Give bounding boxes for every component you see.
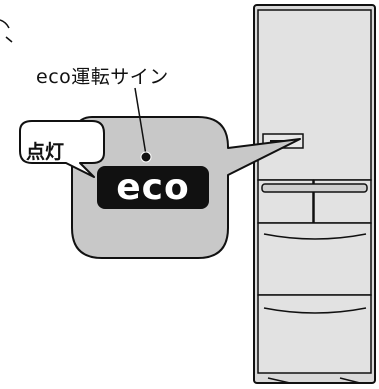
refrigerator [253,4,376,384]
eco-logo-text: eco [116,167,190,208]
eco-logo-bg [97,166,209,209]
eco-sign-label: eco運転サイン [36,66,169,88]
fridge-middle-drawer [257,222,372,296]
fridge-top-door [257,9,372,181]
indicator-dot [140,151,152,163]
lit-state-label: 点灯 [26,141,65,163]
corner-mark [5,36,13,43]
drawer-handle [263,233,367,240]
corner-mark [0,19,10,29]
drawer-handle [261,183,368,193]
state-bubble [19,120,105,178]
fridge-foot [267,377,291,384]
drawer-handle [263,307,367,314]
fridge-bottom-drawer [257,294,372,374]
leader-line [134,87,147,156]
speech-bubble [19,120,105,178]
fridge-foot [339,377,361,384]
